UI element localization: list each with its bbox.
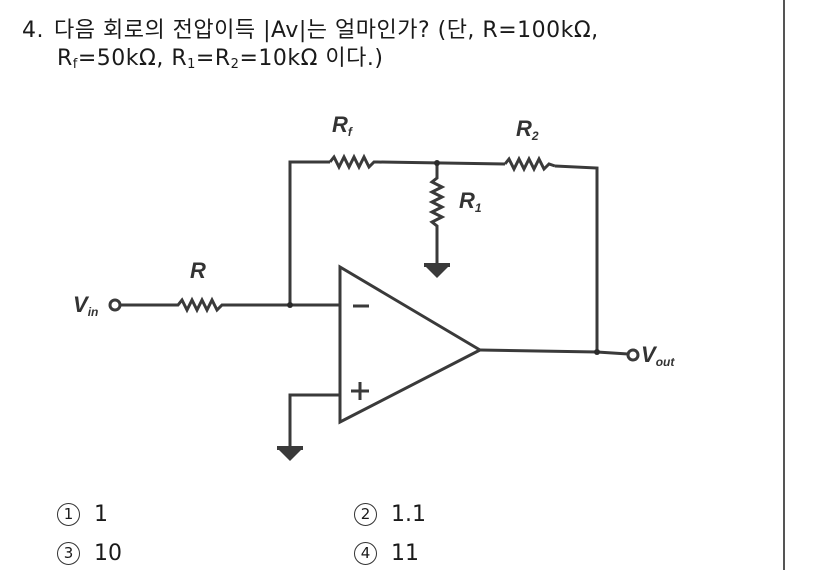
input-resistor-icon <box>120 296 226 314</box>
choice-marker-4: 4 <box>354 542 377 565</box>
top-wire-middle <box>377 160 506 166</box>
vin-label-main: V <box>73 292 88 317</box>
choice-value-4: 11 <box>391 541 419 566</box>
choice-marker-2: 2 <box>354 503 377 526</box>
r2-subscript: 2 <box>230 57 240 72</box>
ground-icon-r1 <box>424 265 450 278</box>
vin-label-sub: in <box>87 305 99 319</box>
ground-bar-r1 <box>424 263 450 267</box>
vout-label-main: V <box>641 342 656 367</box>
choice-marker-1: 1 <box>57 503 80 526</box>
vout-label: Vout <box>641 342 674 369</box>
rf-subscript: f <box>72 57 78 72</box>
r1-subscript: 1 <box>187 57 196 72</box>
op-amp-triangle-icon <box>338 264 484 425</box>
rf-label-sub: f <box>347 125 352 139</box>
r2-value: =10kΩ 이다.) <box>239 46 384 71</box>
ground-icon-noninverting <box>277 448 303 461</box>
r2-label: R2 <box>516 116 539 143</box>
r2-label-main: R <box>516 116 532 141</box>
choice-value-3: 10 <box>94 541 122 566</box>
rf-symbol: R <box>57 46 73 71</box>
vin-label: Vin <box>73 292 98 319</box>
choice-value-2: 1.1 <box>391 502 426 527</box>
column-divider <box>783 0 785 570</box>
r2-label-sub: 2 <box>531 129 539 143</box>
r1-label: R1 <box>459 188 482 215</box>
choice-3[interactable]: 3 10 <box>57 541 122 567</box>
question-stem: 다음 회로의 전압이득 |Av|는 얼마인가? (단, R=100kΩ, <box>54 18 599 43</box>
junction-dot-top <box>434 160 440 166</box>
rf-value: =50kΩ, <box>77 46 172 71</box>
feedback-wire-right <box>554 164 599 352</box>
r1-resistor-icon <box>428 163 446 265</box>
r1-symbol: R <box>171 46 188 71</box>
r2-resistor-icon <box>503 155 556 173</box>
choice-value-1: 1 <box>94 502 108 527</box>
r2-symbol: R <box>214 46 231 71</box>
junction-dot-input <box>287 302 293 308</box>
choice-4[interactable]: 4 11 <box>354 541 419 567</box>
vout-terminal-icon <box>626 348 640 362</box>
output-wire <box>479 348 629 356</box>
junction-dot-output <box>594 349 600 355</box>
question-number: 4. <box>22 18 44 43</box>
r-label-main: R <box>190 258 206 283</box>
rf-resistor-icon <box>328 153 378 171</box>
noninverting-input-wire <box>288 393 340 448</box>
vout-label-sub: out <box>655 355 675 369</box>
question-line-2: Rf=50kΩ, R1=R2=10kΩ 이다.) <box>57 45 383 79</box>
ground-bar-noninverting <box>277 446 303 450</box>
r1-label-sub: 1 <box>474 201 482 215</box>
choice-marker-3: 3 <box>57 542 80 565</box>
vin-terminal-icon <box>108 298 122 312</box>
r1-label-main: R <box>459 188 475 213</box>
feedback-wire-left <box>288 160 330 305</box>
rf-label-main: R <box>332 112 348 137</box>
question-line-1: 4. 다음 회로의 전압이득 |Av|는 얼마인가? (단, R=100kΩ, <box>22 17 599 45</box>
rf-label: Rf <box>332 112 352 139</box>
r-label: R <box>190 258 206 284</box>
equals-sign: = <box>195 46 215 71</box>
